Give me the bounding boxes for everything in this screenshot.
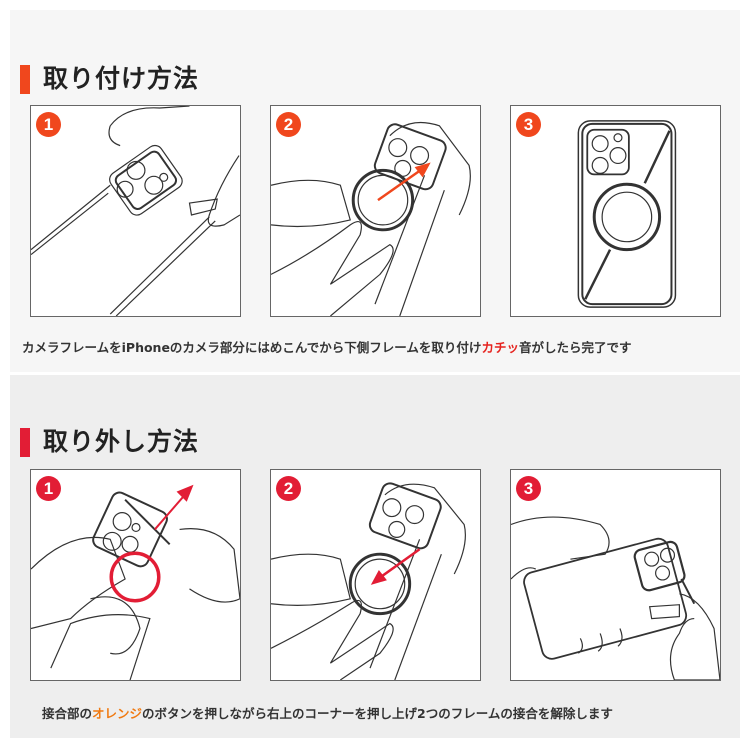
remove-heading: 取り外し方法	[20, 427, 199, 457]
remove-title: 取り外し方法	[43, 427, 200, 456]
install-step-3-image: 3	[510, 105, 721, 317]
press-button-push-corner-icon	[31, 484, 240, 680]
lower-frame-slide-icon	[271, 121, 471, 316]
caption-text: のボタンを押しながら右上のコーナーを押し上げ2つのフレームの接合を解除します	[142, 706, 613, 721]
caption-highlight: カチッ	[481, 340, 519, 355]
heading-accent-bar	[20, 427, 30, 457]
caption-text: カメラフレームをiPhoneのカメラ部分にはめこんでから下側フレームを取り付け	[22, 340, 482, 355]
remove-frame-icon	[511, 516, 720, 680]
install-title: 取り付け方法	[43, 64, 200, 93]
remove-step-1-image: 1	[30, 469, 241, 681]
slide-frame-down-icon	[271, 482, 466, 680]
remove-step-2-image: 2	[270, 469, 481, 681]
caption-text: 音がしたら完了です	[518, 340, 632, 355]
assembled-frame-icon	[577, 120, 677, 308]
step-number-badge: 3	[516, 476, 541, 501]
step-number-badge: 2	[276, 476, 301, 501]
step-number-badge: 3	[516, 112, 541, 137]
step-number-badge: 1	[36, 476, 61, 501]
caption-text: 接合部の	[42, 706, 93, 721]
remove-caption: 接合部のオレンジのボタンを押しながら右上のコーナーを押し上げ2つのフレームの接合…	[42, 703, 748, 722]
remove-step-3-image: 3	[510, 469, 721, 681]
caption-highlight: オレンジ	[92, 706, 143, 721]
step-number-badge: 2	[276, 112, 301, 137]
camera-frame-attach-icon	[31, 106, 240, 316]
step-number-badge: 1	[36, 112, 61, 137]
install-step-2-image: 2	[270, 105, 481, 317]
install-step-1-image: 1	[30, 105, 241, 317]
install-caption: カメラフレームをiPhoneのカメラ部分にはめこんでから下側フレームを取り付けカ…	[22, 337, 728, 356]
heading-accent-bar	[20, 64, 30, 94]
install-heading: 取り付け方法	[20, 64, 199, 94]
